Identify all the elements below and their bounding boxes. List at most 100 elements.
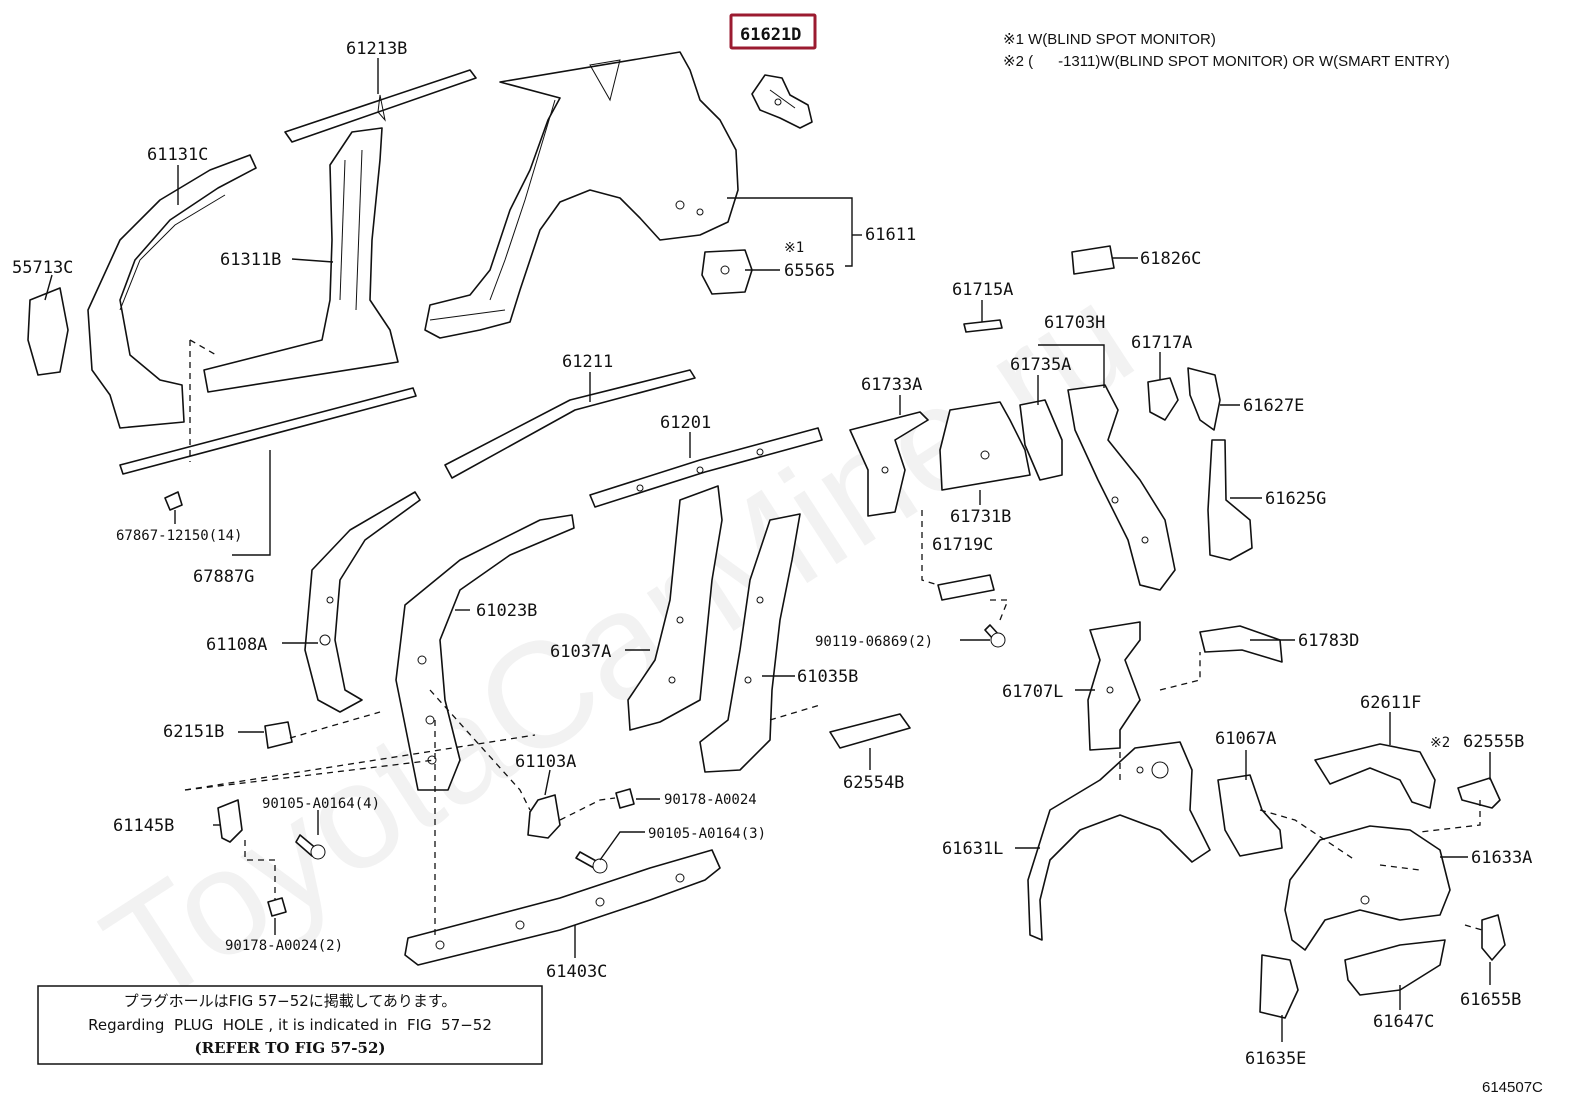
label-61037A[interactable]: 61037A xyxy=(550,642,611,662)
label-90178-A0024-2[interactable]: 90178-A0024(2) xyxy=(225,938,343,954)
label-90105-A0164-4[interactable]: 90105-A0164(4) xyxy=(262,796,380,812)
label-61655B[interactable]: 61655B xyxy=(1460,990,1521,1010)
label-90119-06869[interactable]: 90119-06869(2) xyxy=(815,634,933,650)
part-61715A-bracket[interactable] xyxy=(963,319,1003,333)
part-61611-quarter-panel[interactable] xyxy=(424,51,739,339)
label-61707L[interactable]: 61707L xyxy=(1002,682,1063,702)
label-61703H[interactable]: 61703H xyxy=(1044,313,1105,333)
label-61783D[interactable]: 61783D xyxy=(1298,631,1359,651)
part-61631L-wheelhouse-outer[interactable] xyxy=(1027,741,1211,941)
label-61717A[interactable]: 61717A xyxy=(1131,333,1192,353)
part-61733A-bracket[interactable] xyxy=(849,411,929,517)
label-65565[interactable]: 65565 xyxy=(784,261,835,281)
notes: ※1 W(BLIND SPOT MONITOR) ※2 ( -1311)W(BL… xyxy=(1003,31,1450,70)
label-61735A[interactable]: 61735A xyxy=(1010,355,1071,375)
part-90119-bolt[interactable] xyxy=(984,624,1006,648)
reference-box: プラグホールはFIG 57−52に掲載してあります。 Regarding PLU… xyxy=(37,985,543,1065)
reference-en: Regarding PLUG HOLE , it is indicated in… xyxy=(88,1016,492,1034)
part-61826C-plug[interactable] xyxy=(1071,245,1115,275)
label-61635E[interactable]: 61635E xyxy=(1245,1049,1306,1069)
part-61145B-bracket[interactable] xyxy=(217,799,243,843)
label-61035B[interactable]: 61035B xyxy=(797,667,858,687)
label-61108A[interactable]: 61108A xyxy=(206,635,267,655)
label-61621D[interactable]: 61621D xyxy=(740,25,801,45)
part-65565-bracket[interactable] xyxy=(701,249,753,295)
part-61037A-center-pillar-inner[interactable] xyxy=(627,485,723,731)
part-61311B-center-pillar[interactable] xyxy=(203,127,399,393)
part-61103A-bracket[interactable] xyxy=(527,794,561,839)
label-55713C[interactable]: 55713C xyxy=(12,258,73,278)
label-90178-A0024[interactable]: 90178-A0024 xyxy=(664,792,757,808)
part-90105-bolt[interactable] xyxy=(295,834,608,874)
label-61145B[interactable]: 61145B xyxy=(113,816,174,836)
note-2: ※2 ( -1311)W(BLIND SPOT MONITOR) OR W(SM… xyxy=(1003,53,1450,70)
part-61211-roof-side-rail[interactable] xyxy=(444,369,696,479)
label-61826C[interactable]: 61826C xyxy=(1140,249,1201,269)
label-61023B[interactable]: 61023B xyxy=(476,601,537,621)
label-61715A[interactable]: 61715A xyxy=(952,280,1013,300)
label-61211[interactable]: 61211 xyxy=(562,352,613,372)
label-61625G[interactable]: 61625G xyxy=(1265,489,1326,509)
label-61627E[interactable]: 61627E xyxy=(1243,396,1304,416)
part-61783D-cover[interactable] xyxy=(1199,625,1283,663)
part-55713C-bracket[interactable] xyxy=(27,287,69,376)
part-61707L-pillar-reinforcement[interactable] xyxy=(1087,621,1141,751)
part-61621D-bracket[interactable] xyxy=(751,74,813,129)
label-67867-12150[interactable]: 67867-12150(14) xyxy=(116,528,242,544)
part-61627E-extension[interactable] xyxy=(1187,367,1221,431)
label-61633A[interactable]: 61633A xyxy=(1471,848,1532,868)
part-61719C-bracket[interactable] xyxy=(937,574,995,601)
label-61733A[interactable]: 61733A xyxy=(861,375,922,395)
part-61023B-front-pillar-reinforcement[interactable] xyxy=(395,514,575,791)
mark-1: ※1 xyxy=(784,240,804,256)
label-90105-A0164-3[interactable]: 90105-A0164(3) xyxy=(648,826,766,842)
part-90178-nut[interactable] xyxy=(267,788,635,917)
label-61631L[interactable]: 61631L xyxy=(942,839,1003,859)
label-62611F[interactable]: 62611F xyxy=(1360,693,1421,713)
part-61633A-wheelhouse-inner[interactable] xyxy=(1284,825,1451,951)
label-61201[interactable]: 61201 xyxy=(660,413,711,433)
part-62151B-plug[interactable] xyxy=(264,721,293,749)
label-61731B[interactable]: 61731B xyxy=(950,507,1011,527)
label-62555B[interactable]: 62555B xyxy=(1463,732,1524,752)
label-61213B[interactable]: 61213B xyxy=(346,39,407,59)
dashed-guide-lines xyxy=(184,339,1483,935)
label-62554B[interactable]: 62554B xyxy=(843,773,904,793)
part-62611F-liner[interactable] xyxy=(1314,743,1436,809)
figure-code: 614507C xyxy=(1482,1079,1543,1096)
part-61731B-quarter-inner[interactable] xyxy=(939,401,1031,491)
label-61311B[interactable]: 61311B xyxy=(220,250,281,270)
part-61403C-rocker-inner[interactable] xyxy=(404,849,721,966)
part-61213B-roof-rail[interactable] xyxy=(284,69,477,143)
label-61067A[interactable]: 61067A xyxy=(1215,729,1276,749)
mark-2: ※2 xyxy=(1430,735,1450,751)
part-61035B-center-pillar-reinforcement[interactable] xyxy=(699,513,801,773)
label-67887G[interactable]: 67887G xyxy=(193,567,254,587)
label-61403C[interactable]: 61403C xyxy=(546,962,607,982)
reference-refer: (REFER TO FIG 57-52) xyxy=(195,1039,386,1057)
part-61131C-front-pillar[interactable] xyxy=(87,154,257,429)
part-61735A-bracket[interactable] xyxy=(1019,399,1063,481)
part-61201-roof-panel-rail[interactable] xyxy=(589,427,823,508)
label-61647C[interactable]: 61647C xyxy=(1373,1012,1434,1032)
label-61611[interactable]: 61611 xyxy=(865,225,916,245)
label-61131C[interactable]: 61131C xyxy=(147,145,208,165)
part-61635E-extension[interactable] xyxy=(1259,954,1299,1019)
label-62151B[interactable]: 62151B xyxy=(163,722,224,742)
part-61655B-bracket[interactable] xyxy=(1481,914,1506,961)
part-61717A-bracket[interactable] xyxy=(1147,377,1179,421)
part-labels: 61621D 61213B 61131C 55713C 61311B 61611… xyxy=(12,25,1532,1069)
label-61103A[interactable]: 61103A xyxy=(515,752,576,772)
label-61719C[interactable]: 61719C xyxy=(932,535,993,555)
part-61067A-panel[interactable] xyxy=(1217,774,1283,857)
part-67867-clip[interactable] xyxy=(164,491,183,511)
part-62555B-pad[interactable] xyxy=(1457,777,1501,809)
part-67887G-rocker-moulding[interactable] xyxy=(119,387,417,475)
part-61108A-front-pillar-inner[interactable] xyxy=(304,491,421,713)
reference-jp: プラグホールはFIG 57−52に掲載してあります。 xyxy=(124,992,457,1010)
part-61703H-quarter-pillar[interactable] xyxy=(1067,384,1176,591)
part-62554B-pad[interactable] xyxy=(829,713,911,749)
part-61625G-panel[interactable] xyxy=(1207,439,1253,561)
part-61647C-panel[interactable] xyxy=(1344,939,1446,996)
